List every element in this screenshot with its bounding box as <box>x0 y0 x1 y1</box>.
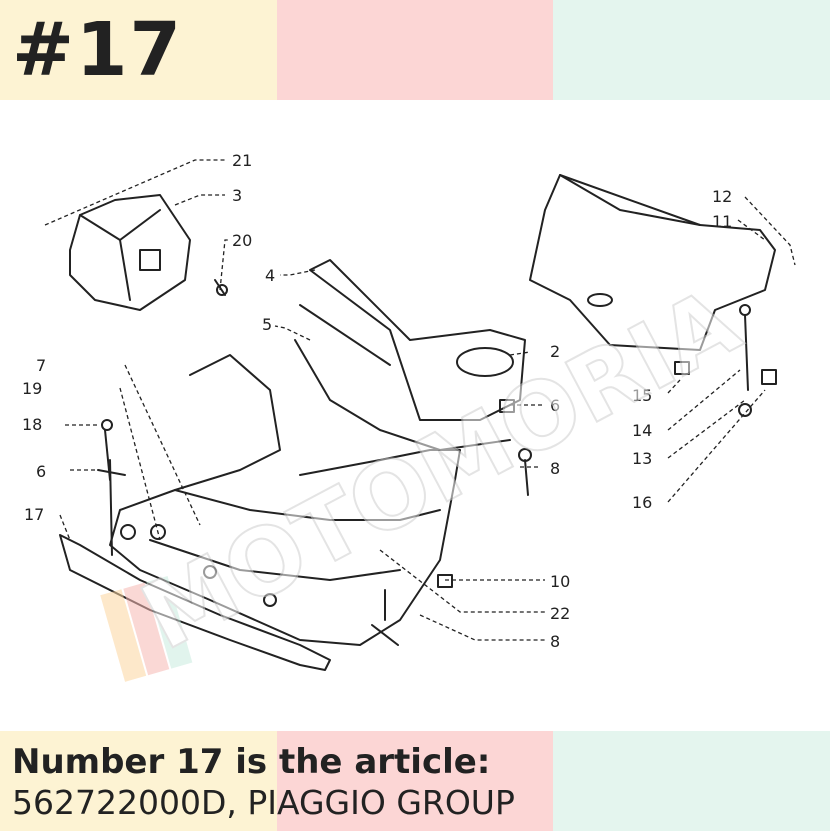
motomoria-watermark: MOTOMORIA <box>100 267 757 682</box>
article-code: 562722000D, PIAGGIO GROUP <box>12 783 515 822</box>
part-3-bracket <box>69 194 191 311</box>
header-band-pink <box>277 0 553 100</box>
fasteners <box>97 279 777 646</box>
part-8-legshield <box>109 354 461 646</box>
callout-10: 10 <box>550 572 570 591</box>
callout-15: 15 <box>632 386 652 405</box>
callout-6-right: 6 <box>550 396 560 415</box>
callout-4: 4 <box>265 266 275 285</box>
callout-8-top: 8 <box>550 459 560 478</box>
callout-3: 3 <box>232 186 242 205</box>
part-2-console <box>294 259 526 451</box>
callout-17: 17 <box>24 505 44 524</box>
header-band-yellow <box>0 0 277 100</box>
callout-2: 2 <box>550 342 560 361</box>
callout-20: 20 <box>232 231 252 250</box>
callout-6-left: 6 <box>36 462 46 481</box>
footer-band-mint <box>553 731 830 831</box>
part-11-panel <box>529 174 776 351</box>
callout-18: 18 <box>22 415 42 434</box>
callout-7: 7 <box>36 356 46 375</box>
callout-12: 12 <box>712 187 732 206</box>
footer-band-yellow <box>0 731 277 831</box>
callout-16: 16 <box>632 493 652 512</box>
callout-22: 22 <box>550 604 570 623</box>
exploded-parts-diagram: 21 3 20 4 5 2 6 7 19 18 6 17 8 10 22 8 1… <box>22 151 796 682</box>
callout-8-bottom: 8 <box>550 632 560 651</box>
article-caption: Number 17 is the article: <box>12 742 491 782</box>
svg-text:MOTOMORIA: MOTOMORIA <box>125 268 755 671</box>
callout-19: 19 <box>22 379 42 398</box>
callout-13: 13 <box>632 449 652 468</box>
header-band-mint <box>553 0 830 100</box>
header-band <box>0 0 830 100</box>
footer-band-pink <box>277 731 553 831</box>
callout-14: 14 <box>632 421 652 440</box>
callout-21: 21 <box>232 151 252 170</box>
callout-5: 5 <box>262 315 272 334</box>
callout-11: 11 <box>712 212 732 231</box>
part-number-title: #17 <box>12 7 183 93</box>
footer-band <box>0 731 830 831</box>
